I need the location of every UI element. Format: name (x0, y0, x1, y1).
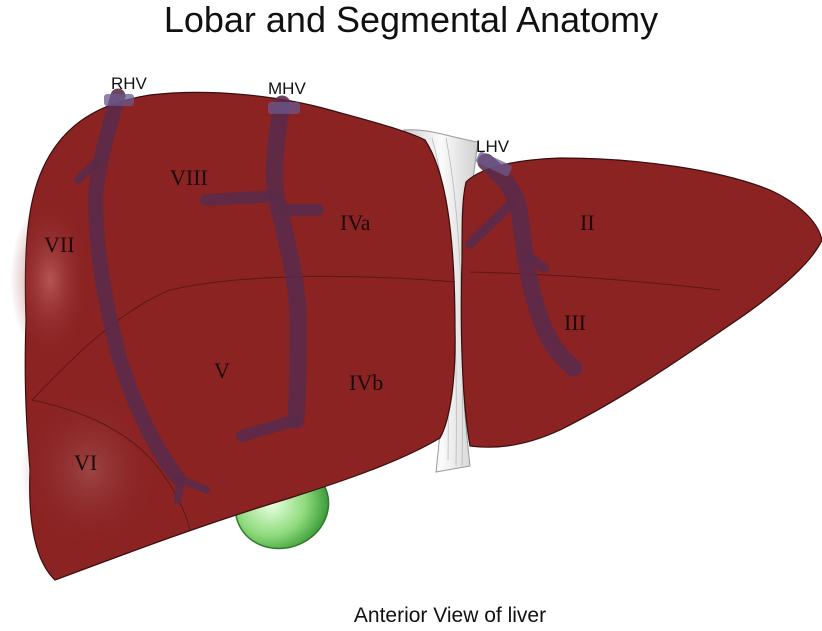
surface-highlight-vii (10, 200, 90, 360)
segment-label-iii: III (564, 310, 586, 335)
left-lobe (460, 157, 822, 448)
segment-label-ivb: IVb (349, 370, 383, 395)
segment-label-viii: VIII (170, 165, 208, 190)
left-hepatic-vein-branches (465, 200, 549, 273)
diagram-title: Lobar and Segmental Anatomy (163, 0, 659, 40)
right-hepatic-vein-branch (74, 156, 210, 504)
surface-shade-vi (20, 390, 160, 550)
segment-label-iva: IVa (340, 210, 371, 235)
label-rhv: RHV (111, 74, 148, 93)
segment-boundary-right-horizontal (31, 275, 456, 401)
segment-label-vi: VI (74, 450, 97, 475)
middle-hepatic-vein-branches (200, 190, 324, 442)
segment-label-v: V (214, 358, 230, 383)
segment-boundary-left-horizontal (469, 271, 721, 291)
segment-label-ii: II (580, 210, 595, 235)
middle-hepatic-vein (265, 95, 307, 429)
label-lhv: LHV (476, 137, 510, 156)
mhv-cap (268, 102, 300, 114)
rhv-cap (104, 94, 134, 106)
segment-label-vii: VII (44, 232, 75, 257)
lhv-cap (476, 151, 512, 177)
label-mhv: MHV (268, 79, 306, 98)
diagram-caption: Anterior View of liver (353, 604, 547, 627)
left-hepatic-vein (477, 153, 583, 377)
right-hepatic-vein (88, 88, 186, 486)
segment-boundary-vi (31, 399, 191, 531)
